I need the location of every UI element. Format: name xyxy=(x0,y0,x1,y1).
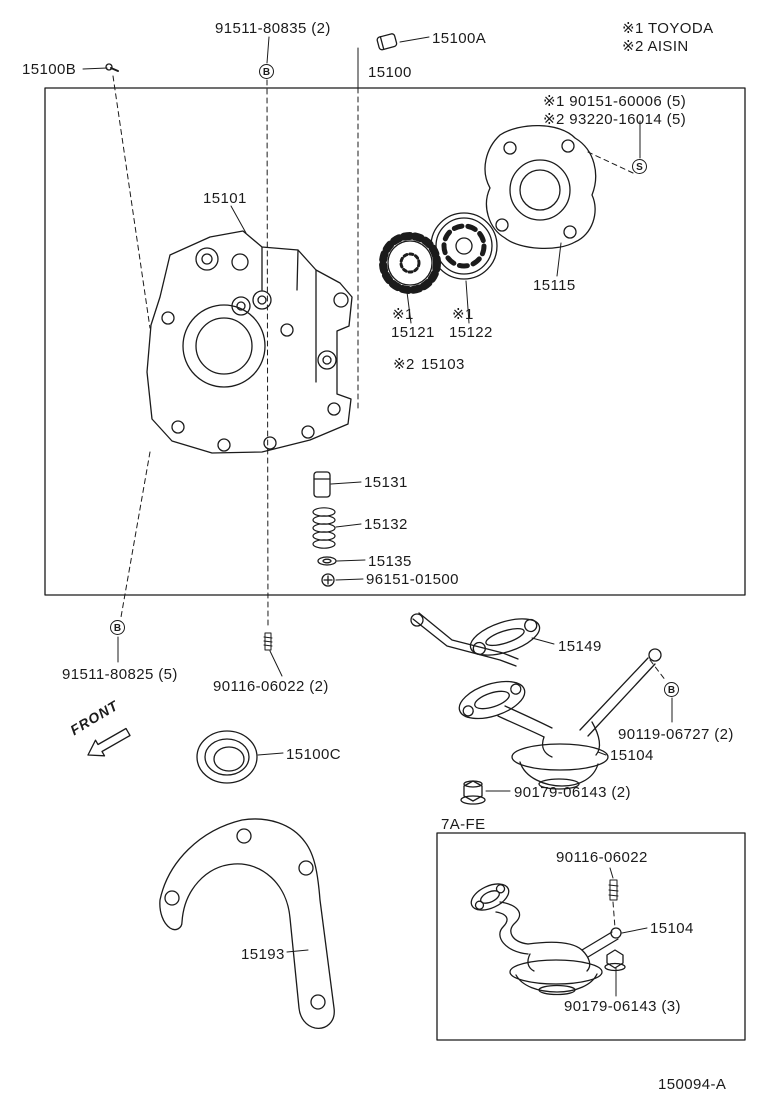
oil-seal-15100C xyxy=(196,730,258,784)
main-assembly-box xyxy=(44,87,746,596)
oil-strainer-15104 xyxy=(458,648,662,790)
label-96151-01500: 96151-01500 xyxy=(366,571,459,588)
label-15132: 15132 xyxy=(364,516,408,533)
label-15193: 15193 xyxy=(241,946,285,963)
label-15100B: 15100B xyxy=(22,61,77,78)
label-screw-93220-16014: ※2 93220-16014 (5) xyxy=(543,111,687,128)
label-15149: 15149 xyxy=(558,638,602,655)
inset-title-7afe: 7A-FE xyxy=(441,816,486,833)
leader-lines xyxy=(82,36,673,997)
label-stud-90116-inset: 90116-06022 xyxy=(556,849,648,866)
fastener-mark-s: S xyxy=(632,159,647,174)
label-bolt-91511-80835: 91511-80835 (2) xyxy=(215,20,331,37)
washer-15135 xyxy=(317,556,337,566)
label-stud-90116-main: 90116-06022 (2) xyxy=(213,678,329,695)
label-15100: 15100 xyxy=(368,64,412,81)
label-15104-main: 15104 xyxy=(610,747,654,764)
legend-aisin: ※2 AISIN xyxy=(622,38,689,55)
inset-strainer-15104 xyxy=(470,883,622,996)
legend-toyoda: ※1 TOYODA xyxy=(622,20,714,37)
drive-gear-15121 xyxy=(379,232,441,294)
pump-cover-15115 xyxy=(484,124,597,250)
label-15121: 15121 xyxy=(391,324,435,341)
timing-gasket-15193 xyxy=(159,818,335,1029)
bushing-15100A xyxy=(376,33,398,51)
label-15122: 15122 xyxy=(449,324,493,341)
plug-15100B xyxy=(105,63,119,72)
inset-nut-90179 xyxy=(604,949,626,972)
label-mark-15122: ※1 xyxy=(452,306,474,323)
fastener-mark-b-top: B xyxy=(259,64,274,79)
label-15131: 15131 xyxy=(364,474,408,491)
construction-lines xyxy=(112,75,667,929)
drawing-number: 150094-A xyxy=(658,1076,727,1093)
label-nut-90179-inset: 90179-06143 (3) xyxy=(564,998,681,1015)
label-nut-90179-main: 90179-06143 (2) xyxy=(514,784,631,801)
strainer-gasket-15149 xyxy=(410,612,541,667)
label-mark-15121: ※1 xyxy=(392,306,414,323)
driven-rotor-15122 xyxy=(430,212,498,280)
label-bolt-90119-06727: 90119-06727 (2) xyxy=(618,726,734,743)
inset-stud-90116 xyxy=(608,879,619,901)
label-15115: 15115 xyxy=(533,277,576,294)
label-15101: 15101 xyxy=(203,190,247,207)
label-15103: 15103 xyxy=(421,356,465,373)
label-mark-15103: ※2 xyxy=(393,356,415,373)
label-15104-inset: 15104 xyxy=(650,920,694,937)
stud-90116-main xyxy=(263,632,273,651)
bolt-96151-01500 xyxy=(321,573,335,587)
fastener-mark-b-right: B xyxy=(664,682,679,697)
label-screw-90151-60006: ※1 90151-60006 (5) xyxy=(543,93,687,110)
label-15100C: 15100C xyxy=(286,746,341,763)
front-arrow-icon xyxy=(87,727,131,757)
label-bolt-91511-80825: 91511-80825 (5) xyxy=(62,666,178,683)
fastener-mark-b-left: B xyxy=(110,620,125,635)
pump-body-15101 xyxy=(146,230,353,454)
relief-spring-15132 xyxy=(312,507,336,549)
relief-plug-15131 xyxy=(313,471,331,498)
label-15135: 15135 xyxy=(368,553,412,570)
inset-box-7afe xyxy=(436,832,746,1041)
label-15100A: 15100A xyxy=(432,30,487,47)
nut-90179-main xyxy=(460,780,486,805)
